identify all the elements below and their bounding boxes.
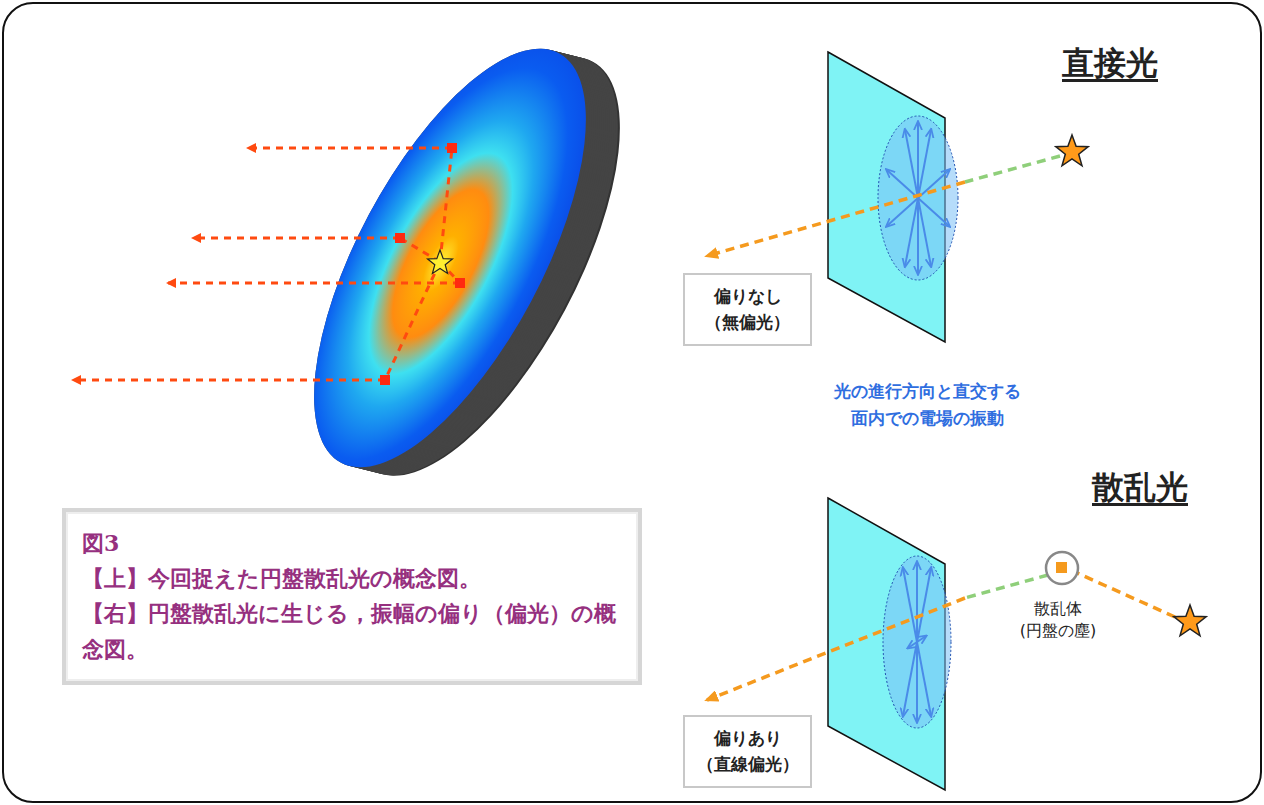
note-text: 光の進行方向と直交する 面内での電場の振動 — [777, 378, 1077, 432]
scatterer-label: 散乱体 (円盤の塵) — [1010, 598, 1106, 641]
section-title: 散乱光 — [1092, 466, 1188, 510]
box-text: 【上】今回捉えた円盤散乱光の概念図。 — [82, 561, 622, 596]
state-label-box: 偏りなし （無偏光） — [683, 273, 812, 346]
disk — [260, 10, 674, 515]
box-text: 偏りなし （無偏光） — [695, 283, 800, 336]
light-rays — [73, 148, 460, 380]
state-label-box: 偏りあり （直線偏光） — [683, 715, 812, 788]
box-text: 偏りあり （直線偏光） — [695, 725, 800, 778]
star — [428, 250, 453, 274]
section-title-wrap: 直接光 — [1062, 42, 1158, 86]
scatterer-label-wrap: 散乱体 (円盤の塵) — [1010, 598, 1106, 641]
section-title-wrap: 散乱光 — [1092, 466, 1188, 510]
box-text: 【右】円盤散乱光に生じる，振幅の偏り（偏光）の概念図。 — [82, 596, 622, 666]
note-text-wrap: 光の進行方向と直交する 面内での電場の振動 — [777, 378, 1077, 432]
caption-box: 図3【上】今回捉えた円盤散乱光の概念図。【右】円盤散乱光に生じる，振幅の偏り（偏… — [62, 508, 642, 685]
scatter-points — [380, 143, 465, 385]
figure-number: 図3 — [82, 526, 622, 561]
section-title: 直接光 — [1062, 42, 1158, 86]
frame — [3, 3, 1261, 802]
